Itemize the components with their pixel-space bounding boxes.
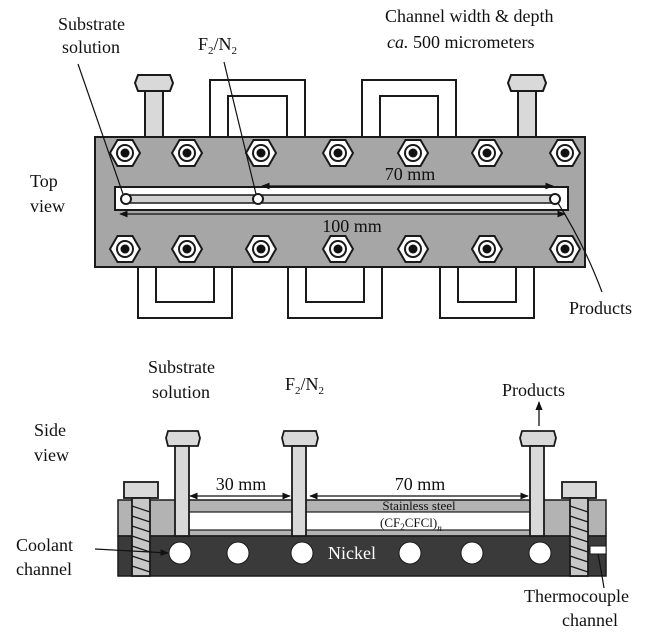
dim-30-label: 30 mm xyxy=(216,474,267,494)
stainless-label: Stainless steel xyxy=(382,498,456,513)
leader-f2 xyxy=(223,61,257,195)
hex-nut-bore xyxy=(120,148,130,158)
hex-nut-bore xyxy=(560,244,570,254)
dim-70-side-label: 70 mm xyxy=(395,474,446,494)
side-substrate-label: Substrate xyxy=(148,357,215,377)
top-bolt-right xyxy=(506,74,548,141)
top-tubes-lower xyxy=(137,265,535,319)
leader-coolant xyxy=(94,548,169,556)
leader-substrate xyxy=(77,63,124,195)
hex-nut-bore xyxy=(120,244,130,254)
inlet-port-substrate xyxy=(120,193,132,205)
top-substrate-label-2: solution xyxy=(62,37,120,57)
side-view-label: Side xyxy=(34,420,66,440)
hex-nut-bore xyxy=(482,244,492,254)
side-nickel-block xyxy=(117,535,607,577)
hex-nut-bore xyxy=(182,244,192,254)
hex-nut-bore xyxy=(560,148,570,158)
side-substrate-label-2: solution xyxy=(152,382,210,402)
dim-70-label: 70 mm xyxy=(385,164,436,184)
hex-nut-bore xyxy=(482,148,492,158)
side-fitting-products xyxy=(519,430,557,537)
side-fitting-substrate xyxy=(165,430,201,537)
side-bolt-right xyxy=(561,481,597,577)
top-view: 70 mm 100 mm Substrate solution F2/N2 Ch… xyxy=(30,6,632,319)
hex-nut-bore xyxy=(182,148,192,158)
top-tubes-upper xyxy=(209,79,457,140)
channel-info-line1: Channel width & depth xyxy=(385,6,553,26)
top-f2-label: F2/N2 xyxy=(198,34,237,57)
hex-nut-bore xyxy=(256,148,266,158)
thermocouple-notch xyxy=(589,545,607,555)
inlet-port-f2 xyxy=(252,193,264,205)
side-view-label-2: view xyxy=(34,445,69,465)
side-channel-strip xyxy=(187,511,541,531)
coolant-label: Coolant xyxy=(16,535,73,555)
outlet-port-products xyxy=(549,193,561,205)
nickel-label: Nickel xyxy=(328,543,376,563)
thermocouple-label: Thermocouple xyxy=(524,586,629,606)
top-substrate-label: Substrate xyxy=(58,14,125,34)
hex-nut-bore xyxy=(333,148,343,158)
top-channel-inner xyxy=(123,194,559,204)
polymer-label: (CF2CFCl)n xyxy=(380,515,442,533)
top-nuts-row1 xyxy=(108,139,582,167)
side-f2-label: F2/N2 xyxy=(285,374,324,397)
side-view: Nickel 30 mm 70 mm xyxy=(16,357,629,630)
dim-100-label: 100 mm xyxy=(322,216,382,236)
side-fitting-f2 xyxy=(281,430,319,537)
top-products-label: Products xyxy=(569,298,632,318)
top-view-label-2: view xyxy=(30,196,65,216)
leader-products xyxy=(557,202,603,293)
thermocouple-label-2: channel xyxy=(562,610,618,630)
hex-nut-bore xyxy=(256,244,266,254)
coolant-holes xyxy=(168,541,552,565)
side-products-label: Products xyxy=(502,380,565,400)
hex-nut-bore xyxy=(408,244,418,254)
coolant-label-2: channel xyxy=(16,559,72,579)
top-view-label: Top xyxy=(30,171,58,191)
top-bolt-left xyxy=(133,74,175,141)
side-bolt-left xyxy=(123,481,159,577)
hex-nut-bore xyxy=(333,244,343,254)
top-nuts-row2 xyxy=(108,235,582,263)
channel-info-line2: ca. 500 micrometers xyxy=(387,32,534,52)
leader-thermocouple xyxy=(597,553,605,589)
hex-nut-bore xyxy=(408,148,418,158)
